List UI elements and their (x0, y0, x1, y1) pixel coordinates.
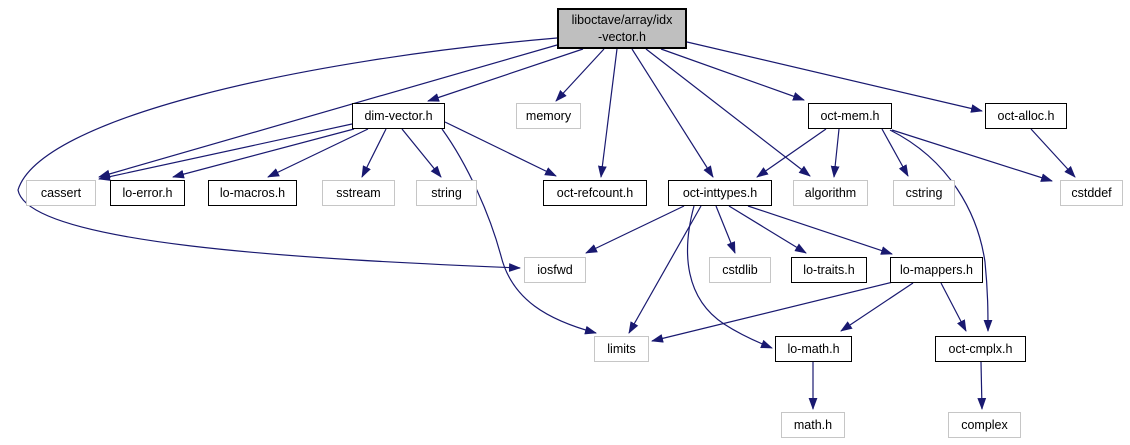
node-label: string (431, 185, 462, 200)
node-cstddef: cstddef (1060, 180, 1123, 206)
node-idx-vector: liboctave/array/idx-vector.h (557, 8, 687, 49)
node-label: lo-error.h (122, 185, 173, 200)
node-label: -vector.h (598, 29, 646, 44)
node-label: sstream (336, 185, 381, 200)
node-algorithm: algorithm (793, 180, 868, 206)
node-oct-refcount[interactable]: oct-refcount.h (543, 180, 647, 206)
edge-oct-inttypes-to-cstdlib (715, 205, 736, 254)
node-limits: limits (594, 336, 649, 362)
node-label: oct-alloc.h (997, 108, 1055, 123)
node-label: oct-inttypes.h (682, 185, 758, 200)
edge-oct-cmplx-to-complex (977, 361, 987, 410)
node-label: limits (607, 341, 636, 356)
node-label: lo-mappers.h (900, 262, 973, 277)
edge-oct-inttypes-to-iosfwd (585, 205, 685, 254)
edge-idx-vector-to-memory (555, 48, 605, 102)
node-label: memory (525, 108, 572, 123)
node-label: cstdlib (722, 262, 758, 277)
edge-idx-vector-to-oct-refcount (597, 48, 618, 178)
edge-oct-alloc-to-cstddef (1030, 128, 1076, 178)
node-iosfwd: iosfwd (524, 257, 586, 283)
node-label: lo-math.h (787, 341, 840, 356)
node-label: oct-cmplx.h (948, 341, 1013, 356)
node-label: lo-macros.h (219, 185, 286, 200)
edge-dim-vector-to-oct-refcount (444, 121, 557, 177)
edge-idx-vector-to-oct-alloc (686, 41, 983, 113)
edge-lo-mappers-to-oct-cmplx (940, 282, 967, 332)
node-oct-alloc[interactable]: oct-alloc.h (985, 103, 1067, 129)
node-lo-mappers[interactable]: lo-mappers.h (890, 257, 983, 283)
edge-oct-inttypes-to-lo-traits (728, 205, 807, 254)
edge-oct-mem-to-oct-cmplx (889, 129, 993, 332)
node-oct-cmplx[interactable]: oct-cmplx.h (935, 336, 1026, 362)
node-label: complex (961, 417, 1008, 432)
node-cstring: cstring (893, 180, 955, 206)
node-label: cstring (905, 185, 943, 200)
node-label: cstddef (1071, 185, 1112, 200)
node-complex: complex (948, 412, 1021, 438)
edge-lo-mappers-to-lo-math (840, 282, 914, 332)
edge-oct-mem-to-cstring (881, 128, 909, 177)
node-label: lo-traits.h (803, 262, 855, 277)
edge-dim-vector-to-lo-error (172, 128, 355, 179)
node-label: dim-vector.h (364, 108, 433, 123)
node-label: oct-mem.h (820, 108, 880, 123)
node-lo-math[interactable]: lo-math.h (775, 336, 852, 362)
edge-oct-inttypes-to-lo-math (686, 205, 773, 349)
edge-idx-vector-to-oct-inttypes (631, 48, 714, 178)
node-lo-error[interactable]: lo-error.h (110, 180, 185, 206)
edge-dim-vector-to-sstream (361, 128, 387, 178)
edge-dim-vector-to-lo-macros (267, 128, 369, 178)
edge-dim-vector-to-cassert (98, 123, 353, 181)
node-label: cassert (40, 185, 82, 200)
node-lo-macros[interactable]: lo-macros.h (208, 180, 297, 206)
node-cstdlib: cstdlib (709, 257, 771, 283)
node-oct-inttypes[interactable]: oct-inttypes.h (668, 180, 772, 206)
node-label: math.h (793, 417, 833, 432)
node-label: liboctave/array/idx (571, 13, 673, 28)
node-math-h: math.h (781, 412, 845, 438)
node-label: oct-refcount.h (556, 185, 634, 200)
node-oct-mem[interactable]: oct-mem.h (808, 103, 892, 129)
edge-idx-vector-to-iosfwd (17, 37, 558, 272)
edge-lo-mappers-to-limits (651, 281, 894, 343)
edge-dim-vector-to-string (401, 128, 442, 178)
edge-dim-vector-to-limits (441, 128, 597, 335)
edge-idx-vector-to-algorithm (645, 48, 811, 177)
node-label: algorithm (804, 185, 857, 200)
edge-oct-inttypes-to-lo-mappers (747, 205, 893, 255)
node-sstream: sstream (322, 180, 395, 206)
edge-idx-vector-to-cassert (98, 44, 558, 179)
edge-oct-mem-to-cstddef (891, 129, 1053, 182)
node-lo-traits[interactable]: lo-traits.h (791, 257, 867, 283)
node-string: string (416, 180, 477, 206)
edge-oct-mem-to-algorithm (830, 128, 840, 178)
node-dim-vector[interactable]: dim-vector.h (352, 103, 445, 129)
node-cassert: cassert (26, 180, 96, 206)
edge-idx-vector-to-dim-vector (427, 48, 584, 102)
node-memory: memory (516, 103, 581, 129)
edge-idx-vector-to-oct-mem (660, 48, 805, 101)
node-label: iosfwd (537, 262, 573, 277)
edge-oct-mem-to-oct-inttypes (756, 128, 827, 178)
